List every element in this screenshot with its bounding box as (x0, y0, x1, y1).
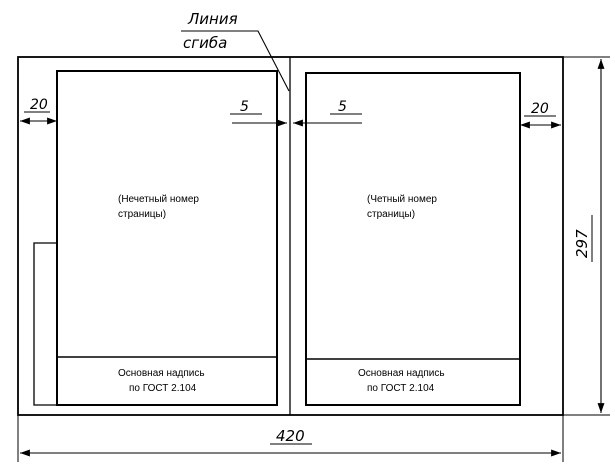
left-page-frame (56, 70, 278, 406)
left-title-block-line2: по ГОСТ 2.104 (129, 383, 197, 394)
fold-line-label-line1: Линия (187, 10, 238, 28)
left-title-block-line1: Основная надпись (118, 368, 205, 379)
gap-left-label: 5 (240, 99, 249, 115)
right-page-caption-line1: (Четный номер (367, 194, 437, 205)
right-title-block-line2: по ГОСТ 2.104 (367, 383, 435, 394)
left-margin-label: 20 (30, 97, 48, 113)
left-binding-strip (33, 242, 57, 406)
left-page-caption-line1: (Нечетный номер (118, 194, 199, 205)
width-label: 420 (276, 427, 305, 445)
right-margin-label: 20 (531, 101, 549, 117)
fold-label-leader (181, 30, 290, 92)
right-page-caption-line2: страницы) (367, 209, 415, 220)
right-title-block-line1: Основная надпись (358, 368, 445, 379)
gap-right-label: 5 (338, 99, 347, 115)
fold-line-label-line2: сгиба (183, 34, 227, 52)
left-page-caption-line2: страницы) (118, 209, 166, 220)
right-page-frame (305, 72, 521, 406)
height-label: 297 (573, 229, 591, 258)
